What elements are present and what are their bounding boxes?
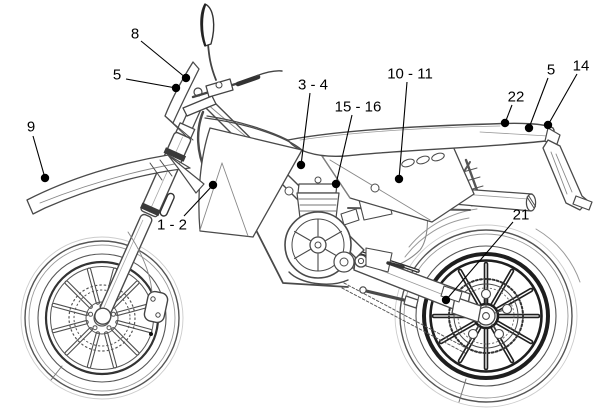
callout-label: 14 xyxy=(573,57,590,74)
callout-22: 22 xyxy=(500,88,525,128)
side-stand xyxy=(359,286,419,309)
leader-line xyxy=(140,40,187,79)
callout-8: 8 xyxy=(131,25,191,83)
callout-14: 14 xyxy=(543,57,590,130)
callout-label: 5 xyxy=(547,61,555,78)
callout-label: 21 xyxy=(513,206,530,223)
callout-dot xyxy=(181,73,191,83)
callout-dot xyxy=(543,120,553,130)
callout-dot xyxy=(331,179,341,189)
callout-label: 5 xyxy=(113,66,121,83)
callout-dot xyxy=(171,83,181,93)
leader-line xyxy=(528,77,549,129)
callout-dot xyxy=(296,160,306,170)
seat-and-tail xyxy=(206,115,561,157)
callout-1-2: 1 - 2 xyxy=(157,180,218,233)
callout-5: 5 xyxy=(113,66,181,93)
mirror xyxy=(200,3,217,81)
leader-line xyxy=(547,73,578,126)
front-brake-caliper xyxy=(127,231,169,324)
fuel-tank-shroud xyxy=(198,117,303,238)
callout-15-16: 15 - 16 xyxy=(331,98,382,189)
rear-mudflap xyxy=(542,139,593,211)
front-fender xyxy=(26,154,205,215)
callout-dot xyxy=(441,295,451,305)
callout-label: 3 - 4 xyxy=(298,76,328,93)
leader-line xyxy=(32,135,46,179)
leader-line xyxy=(300,92,311,166)
callout-dot xyxy=(524,123,534,133)
callout-10-11: 10 - 11 xyxy=(387,65,433,184)
leader-line xyxy=(183,184,214,217)
callout-dot xyxy=(500,118,510,128)
callout-3-4: 3 - 4 xyxy=(296,76,328,170)
callout-dot xyxy=(394,174,404,184)
handlebar-assembly xyxy=(182,70,283,117)
callout-dot xyxy=(208,180,218,190)
callout-label: 8 xyxy=(131,25,139,42)
rear-sprocket xyxy=(448,278,524,354)
callout-label: 9 xyxy=(27,118,35,135)
callout-label: 22 xyxy=(508,88,525,105)
callout-dot xyxy=(40,173,50,183)
leader-line xyxy=(398,81,408,180)
callout-label: 1 - 2 xyxy=(157,216,187,233)
callout-label: 15 - 16 xyxy=(335,98,382,115)
callout-21: 21 xyxy=(441,206,530,305)
engine xyxy=(284,176,405,285)
callout-label: 10 - 11 xyxy=(387,65,433,82)
leader-line xyxy=(335,114,353,185)
leader-line xyxy=(445,221,514,301)
callout-9: 9 xyxy=(27,118,50,183)
leader-line xyxy=(125,78,177,89)
callout-5: 5 xyxy=(524,61,555,133)
